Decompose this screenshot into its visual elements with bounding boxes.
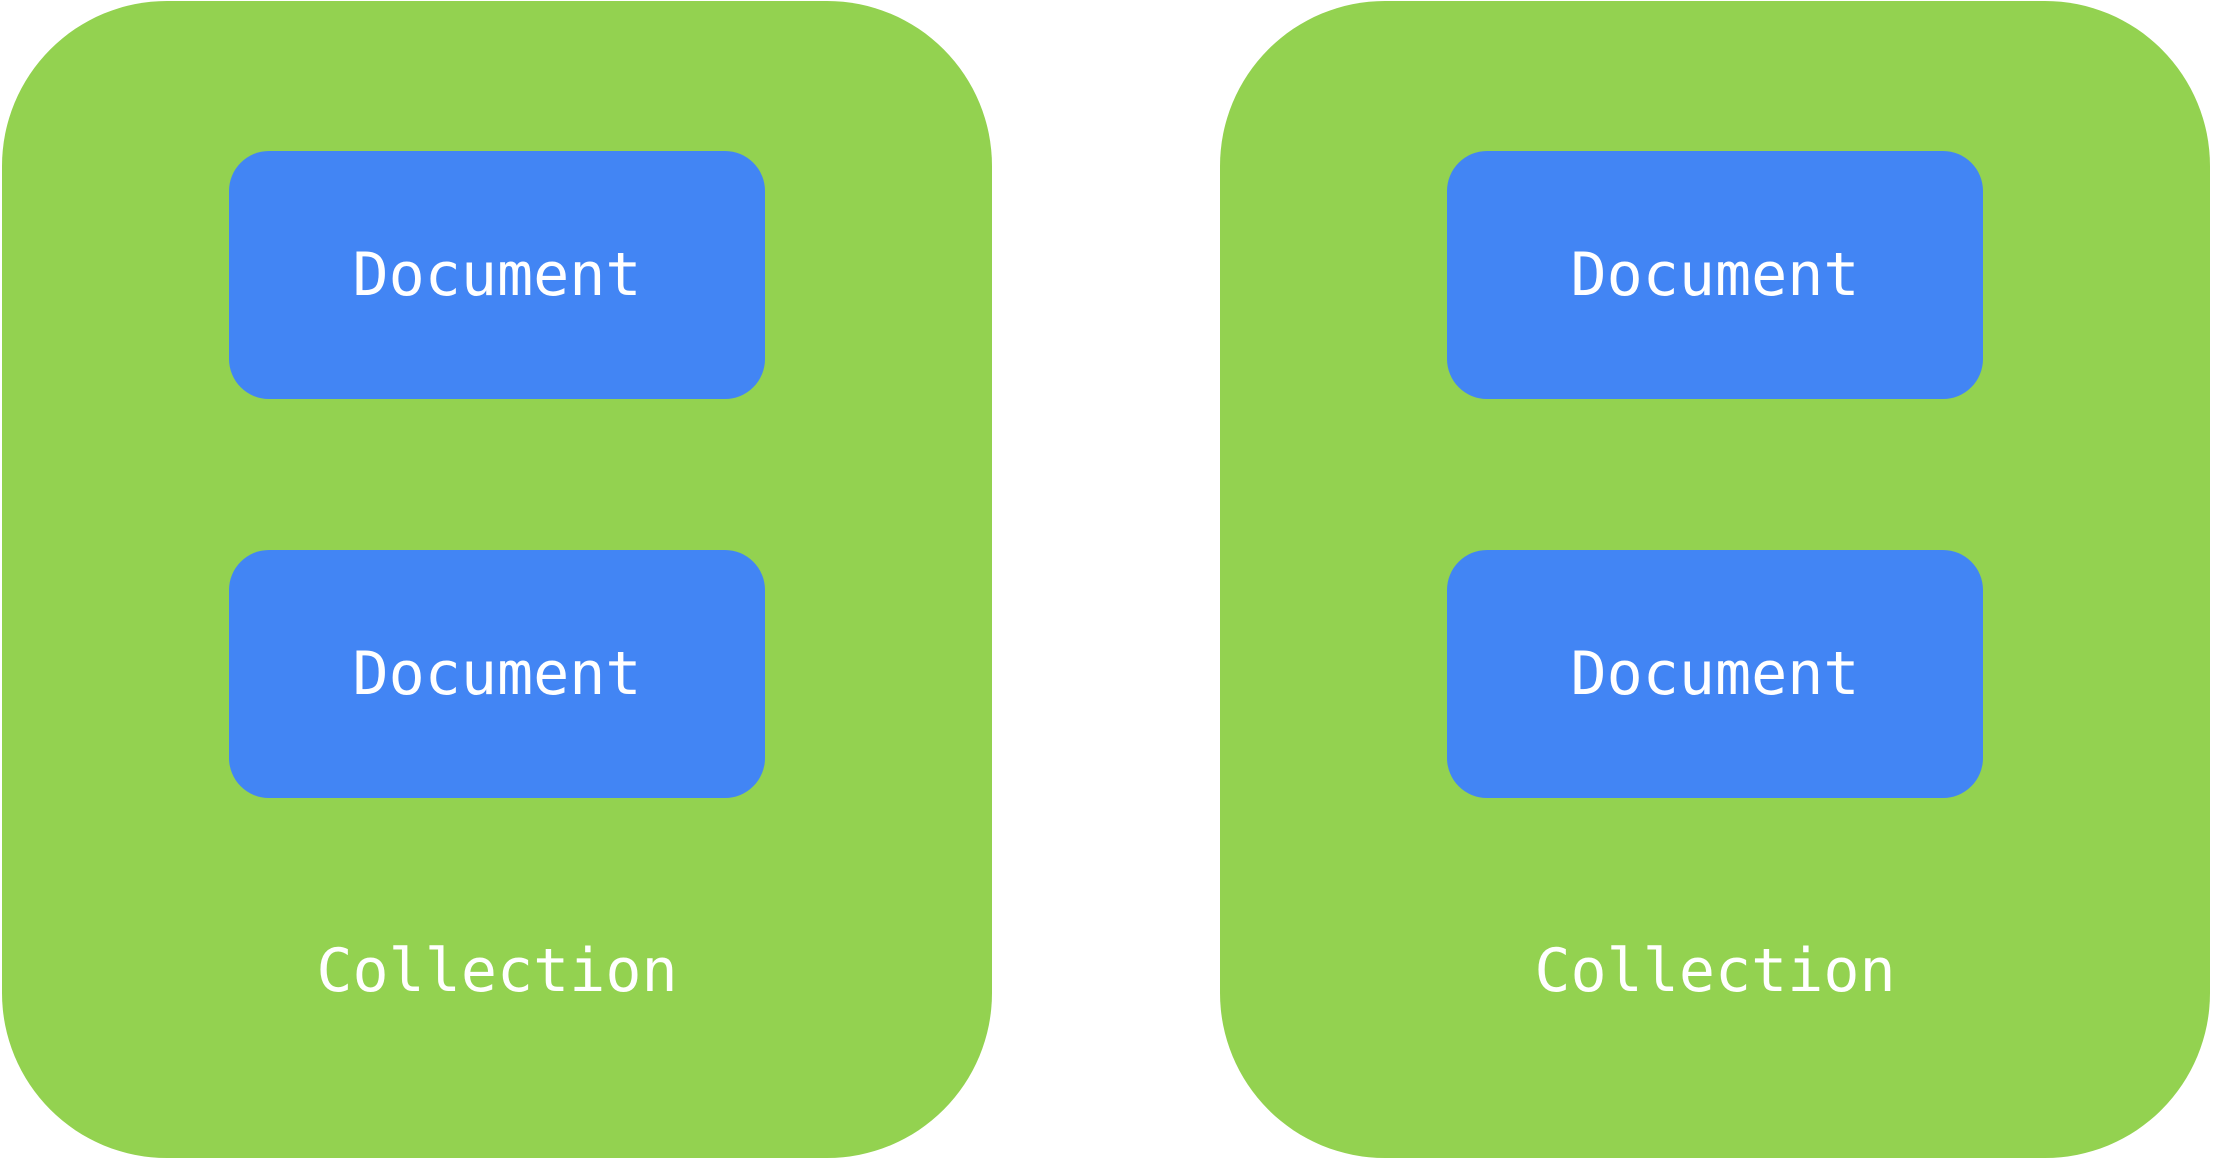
document-box: Document xyxy=(1447,151,1983,399)
document-box: Document xyxy=(229,151,765,399)
document-label: Document xyxy=(352,240,642,310)
collection-label: Collection xyxy=(316,936,678,1006)
document-label: Document xyxy=(1570,240,1860,310)
collection-box: Document Document Collection xyxy=(1220,1,2210,1158)
document-box: Document xyxy=(1447,550,1983,798)
document-label: Document xyxy=(352,639,642,709)
document-label: Document xyxy=(1570,639,1860,709)
collection-label: Collection xyxy=(1534,936,1896,1006)
document-box: Document xyxy=(229,550,765,798)
collection-box: Document Document Collection xyxy=(2,1,992,1158)
